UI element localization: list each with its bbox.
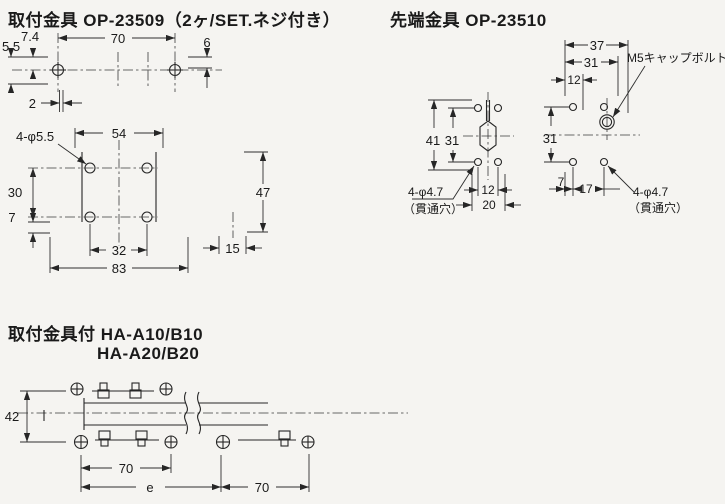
bolt-callout: M5キャップボルト — [627, 51, 725, 65]
dim-label-54: 54 — [112, 126, 126, 141]
dim-label-7: 7 — [8, 210, 15, 225]
stud-nut — [278, 430, 291, 447]
mount-foot — [159, 382, 173, 396]
op23510-front-view-outline — [463, 92, 514, 180]
op23509-front-view-outline — [28, 140, 158, 246]
op23509-title: 取付金具 OP-23509（2ヶ/SET.ネジ付き） — [8, 11, 341, 30]
dim-label-7: 7 — [558, 175, 565, 189]
mount-foot — [164, 435, 178, 449]
op23510-side-view-outline — [546, 98, 640, 167]
assembly-drawing: 42 70 e 70 — [5, 382, 408, 495]
op23509-top-view-dimensions: 70 6 5.5 7.4 2 — [2, 29, 212, 112]
dim-label-7.4: 7.4 — [21, 29, 39, 44]
op23510-drawing: 41 31 4-φ4.7 （貫通穴） 12 20 — [403, 38, 725, 216]
dim-label-6: 6 — [203, 35, 210, 50]
dim-label-12: 12 — [481, 183, 495, 197]
dim-label-70: 70 — [111, 31, 125, 46]
dim-label-2: 2 — [29, 96, 36, 111]
stud-nut — [98, 430, 148, 447]
dim-label-70-right: 70 — [255, 480, 269, 495]
op23510-front-view-dimensions: 41 31 4-φ4.7 （貫通穴） 12 20 — [403, 99, 521, 216]
op23509-side-view-outline — [232, 212, 234, 238]
dim-label-31: 31 — [445, 133, 459, 148]
hole-callout: 4-φ4.7 — [633, 185, 668, 199]
dim-label-32: 32 — [112, 243, 126, 258]
mount-foot — [215, 434, 231, 450]
dim-label-e: e — [146, 480, 153, 495]
dim-label-30: 30 — [8, 185, 22, 200]
dim-label-12: 12 — [567, 73, 581, 87]
assembly-title-line1: 取付金具付 HA-A10/B10 — [8, 325, 204, 344]
dim-label-31-left: 31 — [543, 131, 557, 146]
dim-label-5.5: 5.5 — [2, 39, 20, 54]
op23510-side-view-dimensions: 37 31 12 M5キャップボルト 31 7 17 4-φ4. — [543, 38, 725, 215]
break-line — [184, 391, 188, 435]
hole-callout-note: （貫通穴） — [628, 200, 688, 215]
stud-nut — [97, 382, 142, 399]
dim-label-15: 15 — [225, 241, 239, 256]
dim-label-17: 17 — [579, 182, 593, 196]
op23509-top-view-outline — [12, 33, 222, 92]
hole-callout: 4-φ5.5 — [16, 129, 54, 144]
mount-foot — [301, 435, 315, 449]
assembly-dimensions: 42 70 e 70 — [5, 390, 310, 495]
op23509-side-view-dimensions: 47 15 — [203, 151, 270, 256]
hole-callout-note: （貫通穴） — [403, 201, 463, 216]
dim-label-37: 37 — [590, 38, 604, 53]
assembly-title-line2: HA-A20/B20 — [97, 344, 200, 363]
break-line — [197, 391, 201, 435]
dim-label-31-top: 31 — [584, 55, 598, 70]
op23509-drawing: 70 6 5.5 7.4 2 — [2, 29, 270, 276]
dim-label-20: 20 — [482, 198, 496, 212]
mount-foot — [70, 382, 84, 396]
assembly-outline — [18, 382, 408, 450]
dim-label-42: 42 — [5, 409, 19, 424]
mount-foot — [73, 434, 89, 450]
dim-label-47: 47 — [256, 185, 270, 200]
dim-label-83: 83 — [112, 261, 126, 276]
dim-label-70-left: 70 — [119, 461, 133, 476]
op23509-front-view-dimensions: 54 4-φ5.5 30 7 32 83 — [8, 126, 189, 276]
dim-label-41: 41 — [426, 133, 440, 148]
hole-callout: 4-φ4.7 — [408, 185, 443, 199]
op23510-title: 先端金具 OP-23510 — [390, 11, 547, 30]
